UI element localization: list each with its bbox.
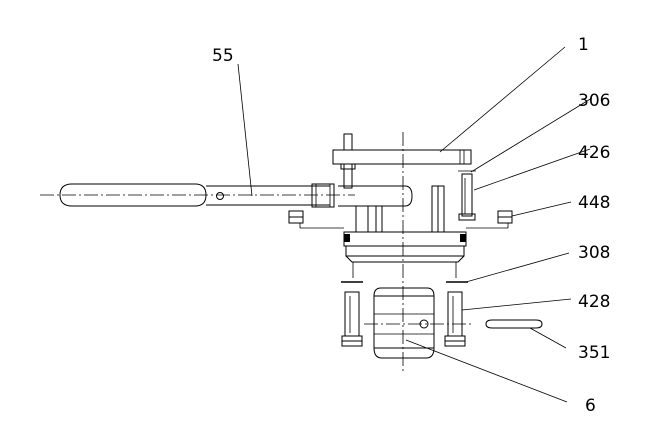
leader-lines — [237, 46, 593, 403]
callout-308: 308 — [578, 243, 610, 263]
callout-6: 6 — [585, 396, 596, 416]
pin-351 — [485, 319, 543, 329]
handle-assembly — [40, 183, 355, 208]
bolt-426 — [458, 173, 476, 221]
callout-306: 306 — [578, 91, 610, 111]
callout-55: 55 — [212, 46, 234, 66]
clamp-body — [338, 185, 445, 233]
sleeve-6 — [364, 287, 472, 359]
callout-428: 428 — [578, 292, 610, 312]
clamp-bar — [332, 133, 472, 189]
bolt-428 — [341, 291, 466, 347]
callout-426: 426 — [578, 143, 610, 163]
washer-308 — [341, 262, 468, 283]
callout-448: 448 — [578, 193, 610, 213]
nut-448 — [288, 210, 513, 229]
base-plate — [343, 231, 467, 263]
callout-1: 1 — [578, 35, 589, 55]
callout-351: 351 — [578, 343, 610, 363]
callout-labels: 55 1 306 426 448 308 428 351 6 — [212, 35, 610, 416]
